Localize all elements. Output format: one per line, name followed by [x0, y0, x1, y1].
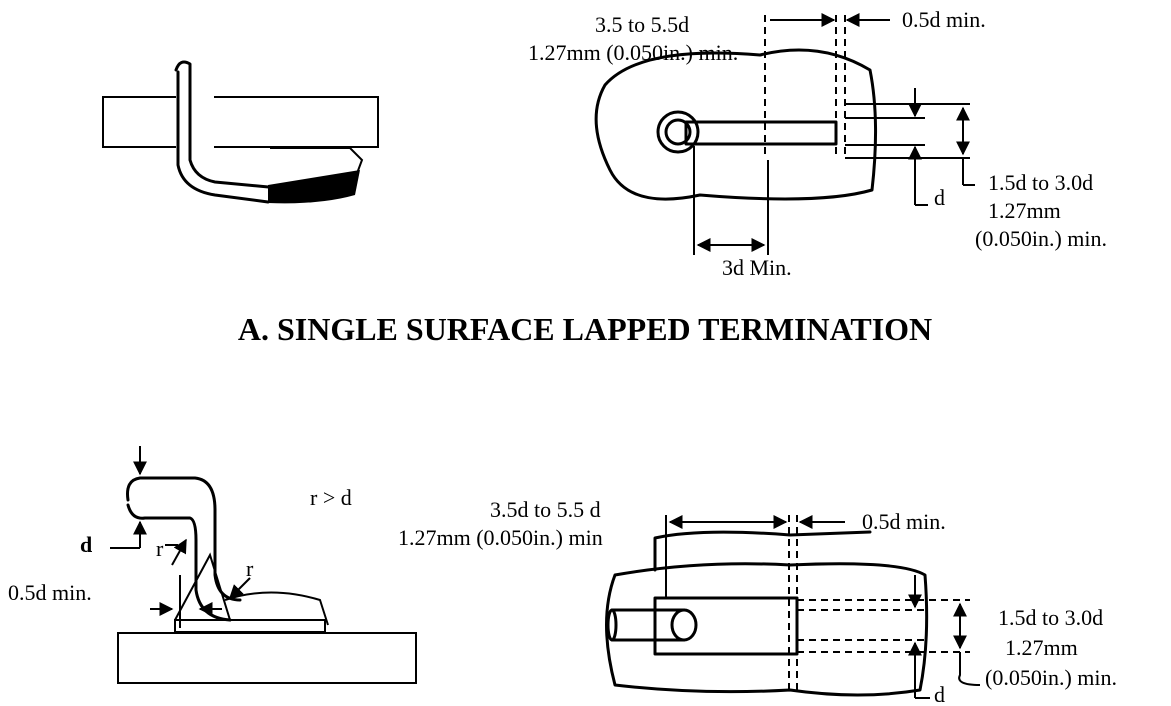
- bottom-dia-label: d: [80, 532, 92, 557]
- bottom-height-min-in: (0.050in.) min.: [985, 665, 1117, 690]
- bottom-side-view: [110, 446, 417, 684]
- lead-end-bottom: [670, 608, 698, 642]
- land-outline-top: [594, 48, 878, 201]
- section-title-a: A. SINGLE SURFACE LAPPED TERMINATION: [238, 311, 932, 347]
- bottom-length-range: 3.5d to 5.5 d: [490, 497, 601, 522]
- lead-bottom-plan: [610, 608, 686, 642]
- via-outer: [656, 110, 700, 154]
- pad-bottom: [174, 619, 326, 633]
- heel-min-label: 0.5d min.: [8, 580, 92, 605]
- pad-outline-bottom: [653, 596, 799, 656]
- bottom-height-range: 1.5d to 3.0d: [998, 605, 1103, 630]
- top-height-min: 1.27mm: [988, 198, 1061, 223]
- bottom-plan-view: [605, 515, 981, 699]
- radius-rule: r > d: [310, 485, 352, 510]
- radius-label-1: r: [156, 536, 164, 561]
- solder-fillet-top: [268, 170, 360, 204]
- b-height-lead: [958, 652, 981, 686]
- bottom-dia-label-plan: d: [934, 682, 945, 706]
- bottom-gap-label: 0.5d min.: [862, 509, 946, 534]
- top-side-view: [102, 60, 379, 204]
- lead-inner-edge: [176, 70, 270, 204]
- top-bend-label: 3d Min.: [722, 255, 792, 280]
- lead-outer-edge: [174, 60, 302, 192]
- top-height-range: 1.5d to 3.0d: [988, 170, 1093, 195]
- board-edge-bottom: [653, 530, 872, 572]
- radius-arrow-2: [229, 577, 251, 599]
- top-length-min: 1.27mm (0.050in.) min.: [528, 40, 738, 65]
- land-outline-bottom: [605, 562, 929, 697]
- board-section-bottom: [117, 632, 417, 684]
- top-height-min-in: (0.050in.) min.: [975, 226, 1107, 251]
- bottom-height-min: 1.27mm: [1005, 635, 1078, 660]
- radius-arrow-1: [171, 538, 187, 566]
- lead-cut-bottom: [606, 608, 618, 642]
- top-plan-view: [594, 13, 975, 255]
- board-section-top: [102, 96, 379, 148]
- lead-top-plan: [684, 120, 838, 146]
- bottom-length-min: 1.27mm (0.050in.) min: [398, 525, 603, 550]
- pad-outline: [270, 147, 364, 177]
- via-inner: [664, 118, 692, 146]
- top-gap-label: 0.5d min.: [902, 7, 986, 32]
- heel-fillet: [174, 552, 231, 621]
- board-hole: [176, 96, 214, 148]
- lead-bend-upper: [126, 476, 242, 602]
- top-dia-label: d: [934, 185, 945, 210]
- top-length-range: 3.5 to 5.5d: [595, 12, 689, 37]
- radius-label-2: r: [246, 556, 254, 581]
